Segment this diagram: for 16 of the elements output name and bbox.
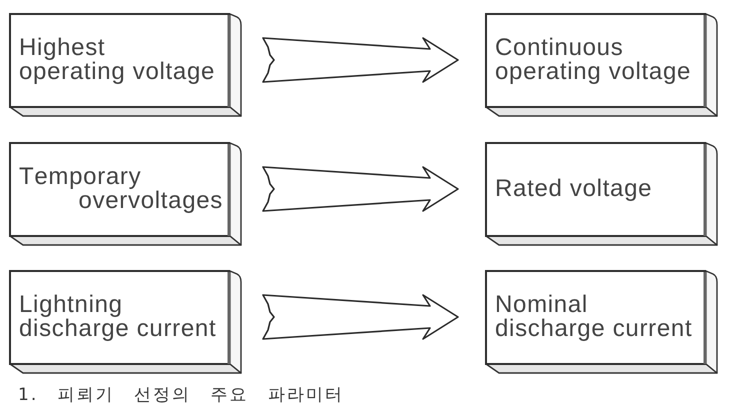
- raised-box: [9, 13, 242, 117]
- box-label: Continuous operating voltage: [495, 36, 692, 84]
- box-label: Nominal discharge current: [495, 293, 694, 341]
- raised-box: [485, 270, 718, 374]
- box-label: Highest operating voltage: [19, 36, 216, 84]
- box-label: Temporary overvoltages: [19, 165, 223, 213]
- block-arrow: [262, 166, 459, 212]
- raised-box: [485, 13, 718, 117]
- block-arrow: [262, 37, 459, 83]
- box-label: Lightning discharge current: [19, 293, 218, 341]
- raised-box: [9, 142, 242, 246]
- raised-box: [9, 270, 242, 374]
- block-arrow: [262, 294, 459, 340]
- raised-box: [485, 142, 718, 246]
- box-label: Rated voltage: [495, 177, 654, 201]
- figure-caption: 1. 피뢰기 선정의 주요 파라미터: [18, 384, 344, 406]
